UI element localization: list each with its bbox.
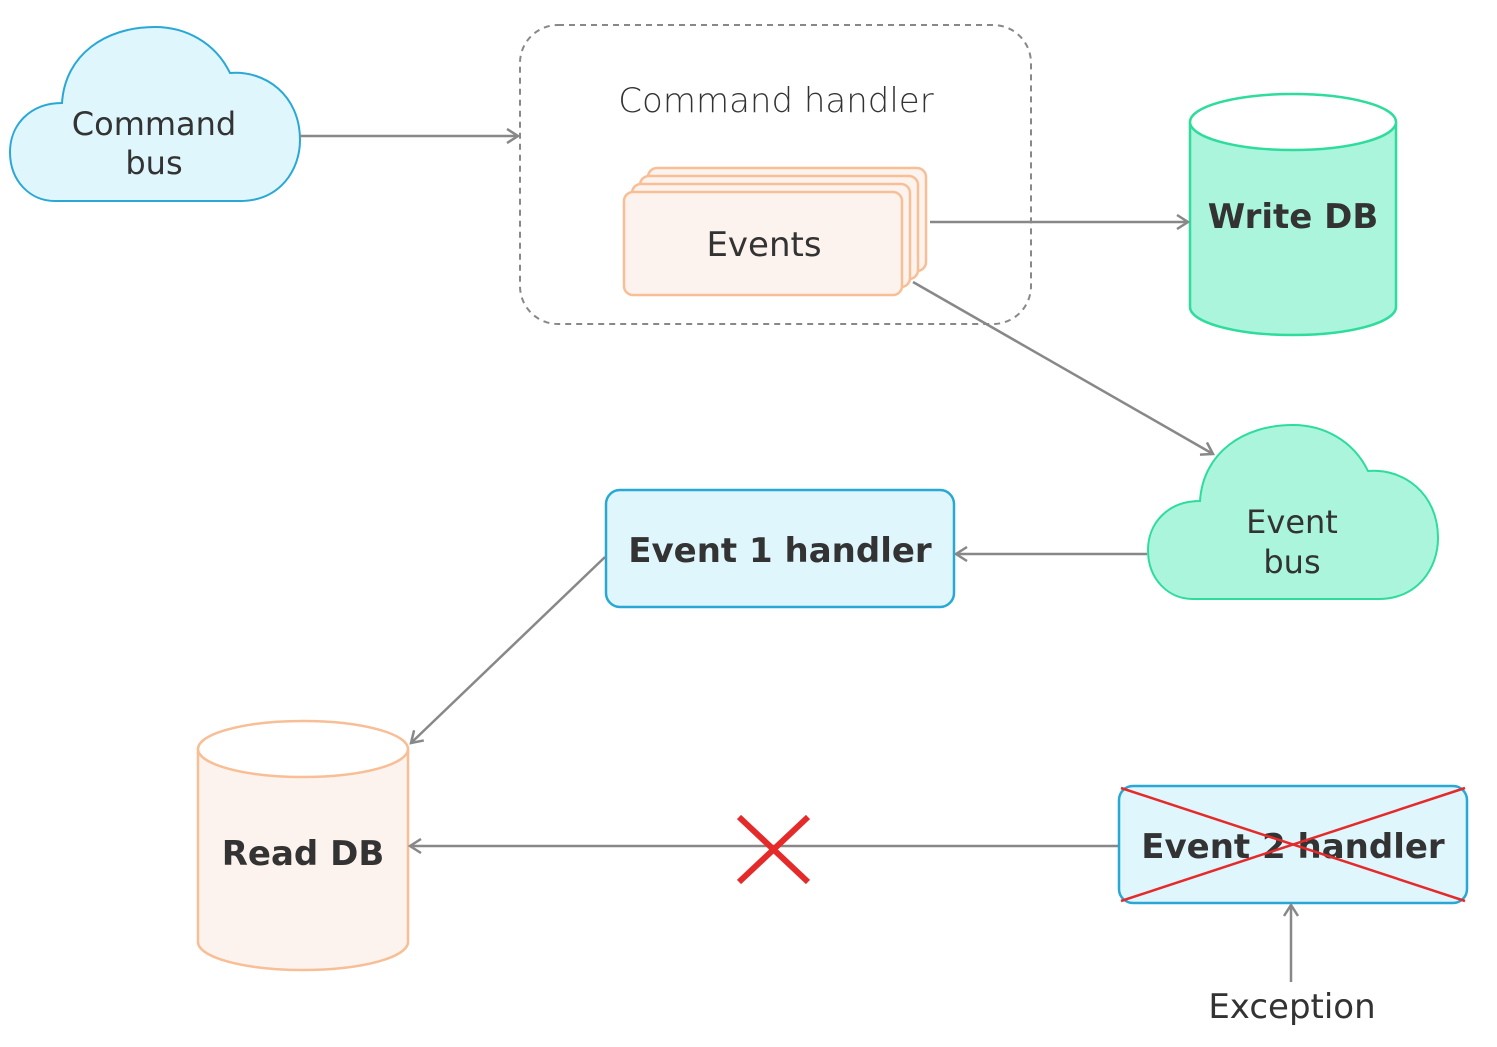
- exception-label: Exception: [1208, 987, 1375, 1027]
- event2-handler-label: Event 2 handler: [1141, 827, 1445, 867]
- event-bus-label-line1: Event: [1246, 503, 1338, 541]
- read-db-top: [196, 719, 410, 779]
- command-handler-label: Command handler: [618, 81, 933, 121]
- events-stack: Events: [622, 166, 928, 297]
- event1-handler-node: Event 1 handler: [604, 488, 956, 609]
- command-handler-border: [519, 24, 1032, 325]
- event-bus-label-line2: bus: [1263, 543, 1320, 581]
- arrow-event1-handler-to-read-db: [411, 556, 606, 743]
- write-db-label: Write DB: [1208, 197, 1379, 237]
- event-bus-node: Event bus: [1146, 423, 1440, 600]
- event2-handler-node: Event 2 handler: [1117, 784, 1469, 905]
- database-icon: [196, 749, 410, 972]
- events-label: Events: [706, 225, 821, 265]
- events-card-front: [622, 190, 904, 297]
- event1-handler-label: Event 1 handler: [628, 531, 932, 571]
- command-bus-label-line2: bus: [125, 144, 182, 182]
- read-db-label: Read DB: [222, 834, 385, 874]
- arrows: [300, 136, 1291, 982]
- cloud-icon: [1146, 423, 1440, 600]
- failure-cross-icon: [736, 814, 811, 885]
- cloud-icon: [8, 25, 302, 202]
- write-db-node: Write DB: [1188, 92, 1398, 337]
- strikethrough-line-2: [1120, 786, 1466, 903]
- command-handler-node: Command handler: [519, 24, 1032, 325]
- read-db-node: Read DB: [196, 719, 410, 972]
- command-bus-label-line1: Command: [72, 105, 236, 143]
- command-bus-node: Command bus: [8, 25, 302, 202]
- arrow-events-to-event-bus: [912, 280, 1213, 454]
- database-icon: [1188, 122, 1398, 337]
- write-db-top: [1188, 92, 1398, 152]
